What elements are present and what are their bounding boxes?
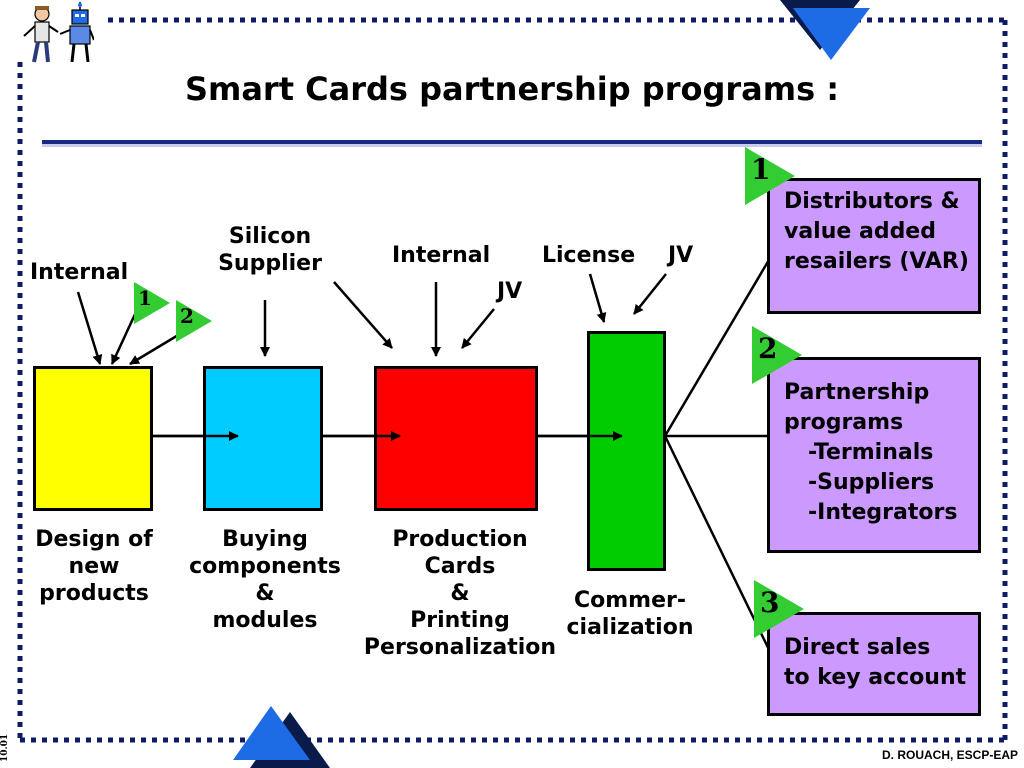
stage-design-box <box>33 366 153 511</box>
input-label-internal-design: Internal <box>30 260 129 285</box>
stage-commercialization-box <box>587 331 666 571</box>
badge-1-number: 1 <box>751 153 771 186</box>
slide-title: Smart Cards partnership programs : <box>184 70 840 108</box>
arrow-commercialization-var <box>663 247 778 437</box>
stage-buying-box <box>203 366 323 511</box>
outcome-var-line-3: resailers (VAR) <box>784 249 969 274</box>
outcome-partnership-item: -Suppliers <box>808 470 935 495</box>
arrow-internal-design <box>76 291 103 365</box>
outcome-partnership-title-2: programs <box>784 410 904 435</box>
outcome-var-box: Distributors & value added resailers (VA… <box>767 178 981 314</box>
badge-small-2-number: 2 <box>180 304 194 328</box>
badge-small-1: 1 <box>134 282 170 324</box>
stage-label-buying: Buying components & modules <box>189 527 341 633</box>
outcome-var-line-2: value added <box>784 219 936 244</box>
arrow-license-commercialization <box>588 273 607 323</box>
arrow-b2-design <box>129 332 181 366</box>
badge-small-1-number: 1 <box>138 286 152 310</box>
outcome-partnership-item: -Integrators <box>808 500 958 525</box>
badge-3-number: 3 <box>760 586 780 619</box>
outcome-partnership-title-1: Partnership <box>784 380 930 405</box>
outcome-direct-line-1: Direct sales <box>784 635 931 660</box>
input-label-silicon-supplier: Silicon Supplier <box>218 224 322 276</box>
badge-small-2: 2 <box>176 300 212 342</box>
arrow-silicon-production <box>333 281 393 349</box>
decor-triangle-blue-bottom <box>233 706 310 760</box>
decor-triangle-blue <box>793 8 870 60</box>
badge-3: 3 <box>754 580 804 638</box>
outcome-var-line-1: Distributors & <box>784 189 960 214</box>
input-label-jv-commercialization: JV <box>668 243 694 268</box>
stage-label-production: Production Cards & Printing Personalizat… <box>363 527 557 660</box>
badge-2: 2 <box>752 326 802 384</box>
outcome-partnership-item: -Terminals <box>808 440 934 465</box>
cartoon-figures-logo <box>23 2 94 63</box>
stage-production-box <box>374 366 538 511</box>
input-label-license: License <box>542 243 636 268</box>
arrow-jv-commercialization <box>633 273 667 315</box>
side-note: 10.01 <box>0 733 10 762</box>
stage-label-design: Design of new products <box>35 527 153 606</box>
input-label-internal-production: Internal <box>392 243 491 268</box>
arrow-b1-design <box>110 311 138 365</box>
footer-credit: D. ROUACH, ESCP-EAP <box>881 748 1018 762</box>
badge-1: 1 <box>745 147 795 205</box>
outcome-direct-box: Direct sales to key account <box>767 612 981 716</box>
badge-2-number: 2 <box>758 332 778 365</box>
arrow-jv-production <box>461 308 495 349</box>
stage-label-commercialization: Commer- cialization <box>566 588 694 640</box>
outcome-direct-line-2: to key account <box>784 665 967 690</box>
outcome-partnership-box: Partnership programs -Terminals -Supplie… <box>767 357 981 553</box>
input-label-jv-production: JV <box>497 279 523 304</box>
